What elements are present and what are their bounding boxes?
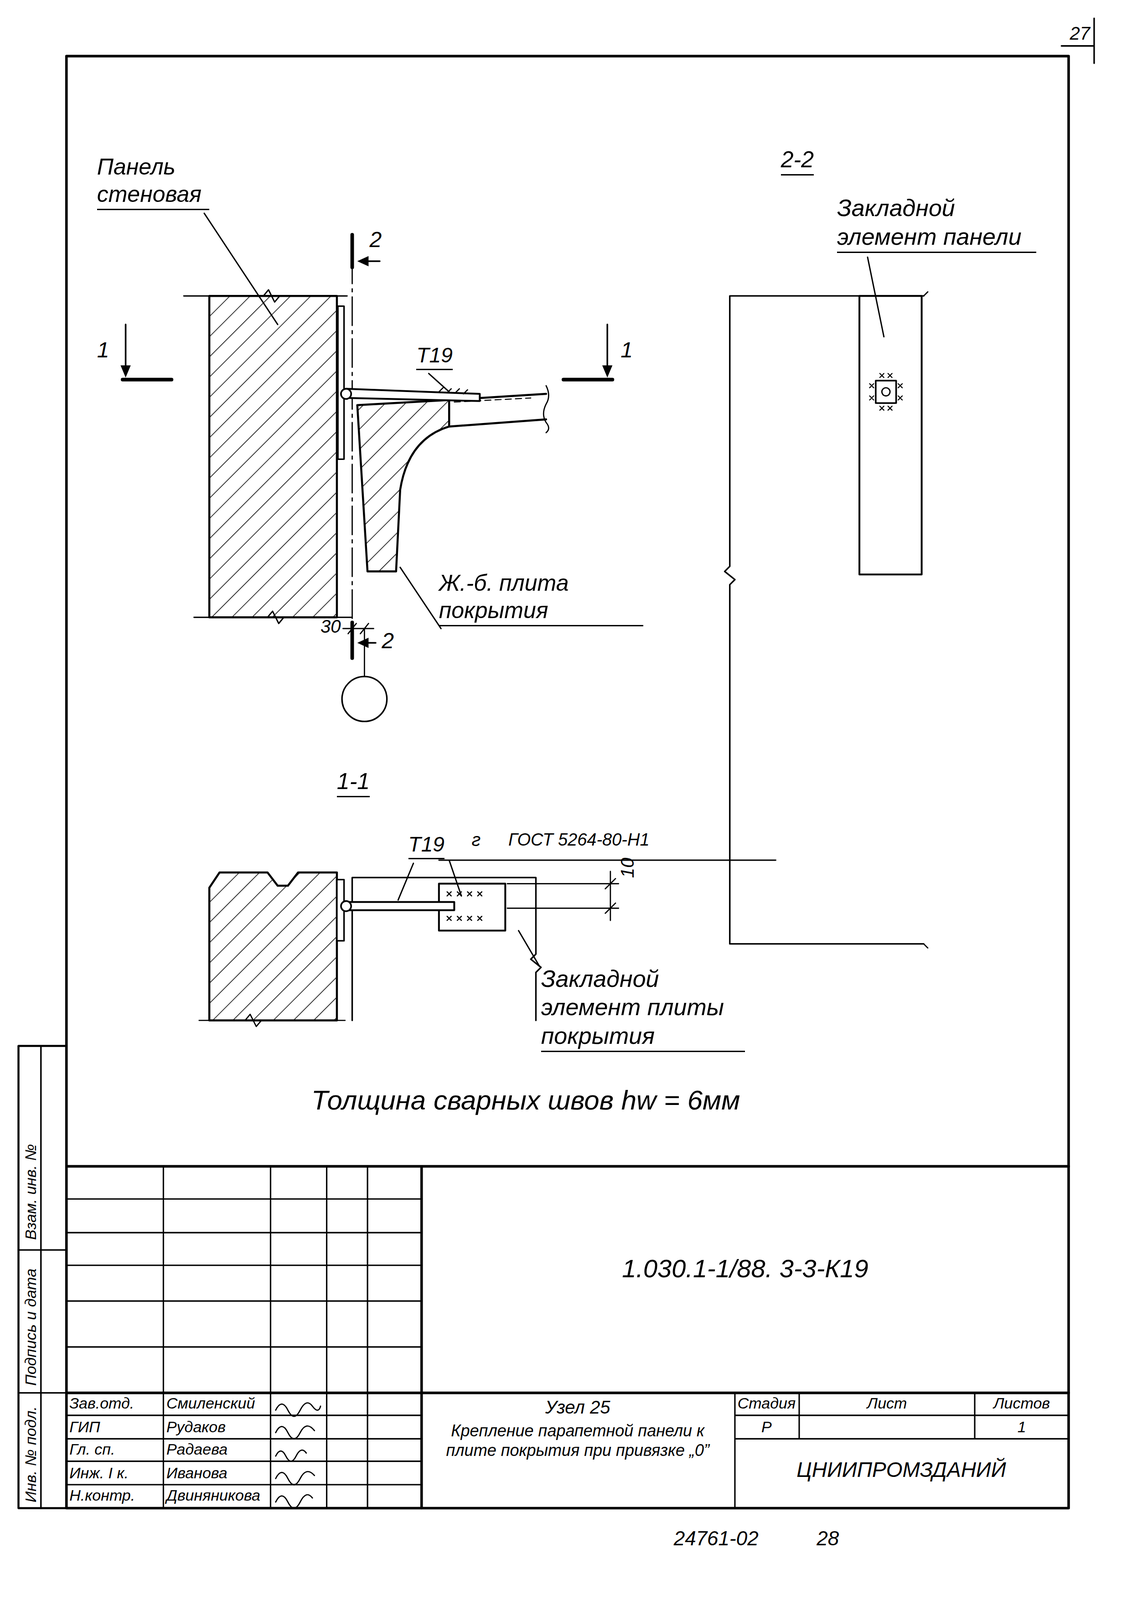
weld-symbol: г [471,828,481,851]
section-mark: 1 [97,336,110,364]
note: Толщина сварных швов hw = 6мм [311,1084,741,1117]
side-stamp-lines [18,1045,67,1509]
side-stamp [18,1045,67,1509]
section-arrow [125,324,608,368]
anchor-head [881,387,890,397]
signatures [275,1403,321,1509]
break-lines [183,289,352,624]
arrow-head [357,256,369,267]
archive-number: 28 [816,1526,839,1551]
role: Н.контр. [69,1486,135,1505]
table-header: Листов [993,1394,1050,1413]
weld-leader [439,860,776,896]
wall-panel-plan [209,872,337,1021]
dimension: 30 [320,615,342,638]
table-cell: Р [761,1417,772,1437]
person-name: Радаева [166,1440,228,1459]
drawing-subtitle: Крепление парапетной панели к плите покр… [424,1421,731,1461]
weld-marks [447,891,482,921]
leader-line [428,373,450,392]
sheet-frame [66,56,1069,1509]
stamp-field: Инв. № подл. [21,1406,41,1503]
dimension-line [342,623,374,634]
t19-bar [345,902,455,911]
title-block-frame [66,1166,1069,1509]
sheet-number: 27 [1069,22,1091,45]
weld-standard: ГОСТ 5264-80-Н1 [508,829,650,851]
roof-slab-rib [357,400,450,572]
axis-extension [363,628,366,677]
arrow-head [357,637,369,648]
bar-end [875,380,897,404]
break-line [199,1014,346,1027]
role: ГИП [69,1417,100,1437]
section-2-2-outline [724,295,925,944]
weld-marks [869,373,903,411]
slab-plan-outline [352,877,542,1021]
table-cell: 1 [1017,1417,1027,1437]
t19-bar [346,388,480,402]
section-mark: 2 [369,226,383,254]
section-line [350,234,355,659]
part-name: Ж.-б. плита покрытия [439,569,644,627]
axis-line [351,255,353,621]
leader-line [400,567,442,629]
stamp-field: Подпись и дата [21,1268,41,1386]
panel-embedded-element [859,295,922,575]
table-header: Стадия [737,1394,796,1413]
part-name: Закладной элемент плиты покрытия [541,964,746,1053]
leader-line [867,257,884,337]
leader-line [204,213,278,325]
arrow-head [602,365,613,378]
axis-marker [341,676,387,722]
arrow-head [120,365,131,378]
drawing-title: Узел 25 [545,1396,610,1419]
leader-line [398,863,414,901]
table-header: Лист [867,1394,908,1413]
weld-marks [439,387,468,394]
role: Гл. сп. [69,1440,115,1459]
person-name: Смиленский [166,1394,255,1413]
section-title: 1-1 [336,767,370,798]
part-mark: Т19 [416,342,453,371]
role: Зав.отд. [69,1394,135,1413]
organisation: ЦНИИПРОМЗДАНИЙ [796,1457,1006,1483]
part-mark: Т19 [408,832,445,860]
role: Инж. I к. [69,1463,129,1483]
panel-embedded-plate [337,306,344,460]
page-number-box [1061,18,1095,63]
person-name: Иванова [166,1463,228,1483]
break-line [543,385,549,433]
section-mark: 1 [620,336,633,364]
stamp-field: Взам. инв. № [21,1144,41,1241]
anchor-head [341,901,352,912]
section-line [122,377,613,382]
section-title: 2-2 [780,145,814,176]
document-code: 1.030.1-1/88. 3-3-К19 [621,1253,869,1284]
break-marks [923,291,928,948]
person-name: Рудаков [166,1417,226,1437]
wall-panel [209,295,337,618]
dimension: 10 [616,857,639,879]
dimension-10 [507,871,619,921]
part-name: Закладной элемент панели [837,193,1037,254]
title-block-grid [66,1166,1069,1509]
section-mark: 2 [381,627,394,655]
part-name: Панель стеновая [97,153,210,211]
anchor-head [341,388,352,399]
person-name: Двиняникова [166,1486,261,1505]
archive-number: 24761-02 [673,1526,759,1551]
leader-line [518,930,539,966]
